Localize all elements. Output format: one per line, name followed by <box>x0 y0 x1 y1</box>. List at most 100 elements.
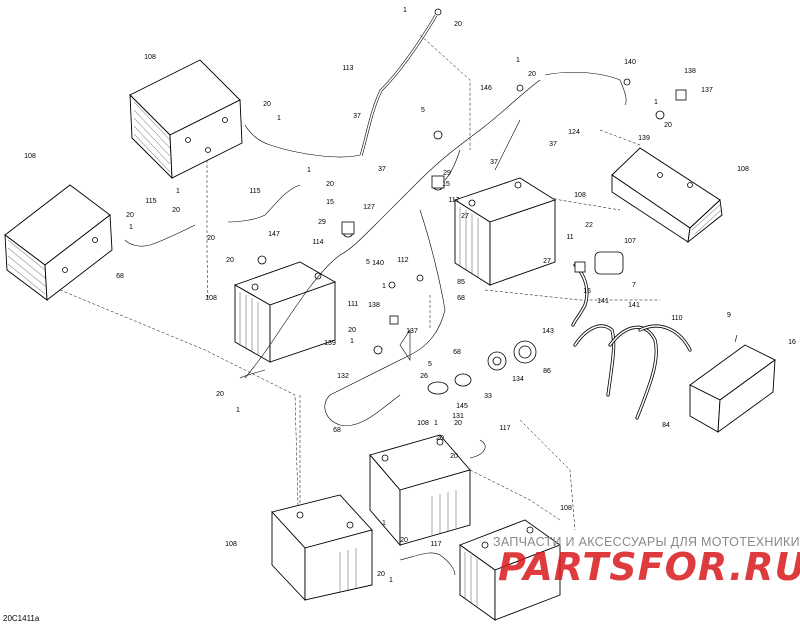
battery-bottom-left <box>271 494 373 602</box>
callout-111: 111 <box>348 301 359 308</box>
callout-16: 16 <box>788 339 796 346</box>
callout-20: 20 <box>400 537 408 544</box>
callout-26: 26 <box>420 373 428 380</box>
callout-108: 108 <box>560 505 572 512</box>
callout-20: 20 <box>263 101 271 108</box>
callout-113: 113 <box>342 65 353 72</box>
heavy-cables <box>571 263 692 420</box>
callout-110: 110 <box>671 315 682 322</box>
callout-140: 140 <box>624 59 636 66</box>
callout-27: 27 <box>461 213 469 220</box>
callout-1: 1 <box>389 577 393 584</box>
callout-1: 1 <box>654 99 658 106</box>
battery-bottom-center <box>369 434 471 547</box>
callout-141: 141 <box>628 302 640 309</box>
callout-20: 20 <box>126 212 134 219</box>
callout-1: 1 <box>236 407 240 414</box>
callout-1: 1 <box>176 188 180 195</box>
callout-1: 1 <box>350 338 354 345</box>
callout-20: 20 <box>664 122 672 129</box>
callout-147: 147 <box>268 231 280 238</box>
callout-15: 15 <box>442 181 450 188</box>
callout-134: 134 <box>512 376 524 383</box>
wiring-harness <box>124 14 627 576</box>
callout-15: 15 <box>326 199 334 206</box>
callout-115: 115 <box>249 188 260 195</box>
callout-20: 20 <box>207 235 215 242</box>
callout-20: 20 <box>450 453 458 460</box>
callout-108: 108 <box>417 420 429 427</box>
callout-137: 137 <box>406 328 418 335</box>
callout-20: 20 <box>226 257 234 264</box>
callout-1: 1 <box>382 520 386 527</box>
watermark-brand: PARTSFOR.RU <box>498 545 800 589</box>
callout-68: 68 <box>116 273 124 280</box>
battery-bottom-right <box>459 519 561 621</box>
callout-9: 9 <box>727 312 731 319</box>
callout-37: 37 <box>549 141 557 148</box>
watermark-tagline: ЗАПЧАСТИ И АКСЕССУАРЫ ДЛЯ МОТОТЕХНИКИ <box>493 535 800 549</box>
callout-11: 11 <box>566 234 573 241</box>
callout-124: 124 <box>568 129 580 136</box>
callout-1: 1 <box>382 283 386 290</box>
callout-29: 29 <box>318 219 326 226</box>
callout-20: 20 <box>326 181 334 188</box>
callout-27: 27 <box>543 258 551 265</box>
callout-137: 137 <box>701 87 713 94</box>
callout-138: 138 <box>368 302 380 309</box>
callout-108: 108 <box>737 166 749 173</box>
callout-68: 68 <box>333 427 341 434</box>
callout-1: 1 <box>307 167 311 174</box>
callout-1: 1 <box>516 57 520 64</box>
callout-16: 16 <box>583 288 591 295</box>
callout-84: 84 <box>662 422 670 429</box>
callout-140: 140 <box>372 260 384 267</box>
callout-68: 68 <box>453 349 461 356</box>
callout-86: 86 <box>543 368 551 375</box>
callout-20: 20 <box>528 71 536 78</box>
callout-5: 5 <box>421 107 425 114</box>
box-84 <box>689 344 776 433</box>
callout-20: 20 <box>454 21 462 28</box>
battery-center-right <box>453 177 557 286</box>
callout-127: 127 <box>363 204 375 211</box>
callout-1: 1 <box>277 115 281 122</box>
callout-37: 37 <box>353 113 361 120</box>
callout-138: 138 <box>684 68 696 75</box>
callout-37: 37 <box>378 166 386 173</box>
callout-20: 20 <box>436 435 444 442</box>
callout-132: 132 <box>337 373 349 380</box>
callout-1: 1 <box>434 420 438 427</box>
callout-68: 68 <box>457 295 465 302</box>
callout-108: 108 <box>574 192 586 199</box>
battery-top-left <box>129 59 243 180</box>
callout-5: 5 <box>428 361 432 368</box>
small-components <box>257 8 738 395</box>
battery-center-left <box>233 261 337 363</box>
callout-labels: 1201133710820110811152020168115120201472… <box>24 7 796 584</box>
callout-143: 143 <box>542 328 554 335</box>
callout-29: 29 <box>443 170 451 177</box>
callout-141: 141 <box>597 298 609 305</box>
callout-85: 85 <box>457 279 465 286</box>
callout-107: 107 <box>624 238 636 245</box>
callout-108: 108 <box>205 295 217 302</box>
callout-5: 5 <box>366 259 370 266</box>
callout-20: 20 <box>216 391 224 398</box>
callout-20: 20 <box>348 327 356 334</box>
callout-20: 20 <box>377 571 385 578</box>
callout-33: 33 <box>484 393 492 400</box>
callout-117: 117 <box>448 197 459 204</box>
callout-112: 112 <box>397 257 408 264</box>
callout-139: 139 <box>324 340 336 347</box>
callout-117: 117 <box>430 541 441 548</box>
callout-22: 22 <box>585 222 593 229</box>
callout-108: 108 <box>24 153 36 160</box>
callout-108: 108 <box>144 54 156 61</box>
figure-reference: 20C1411a <box>3 614 40 623</box>
callout-131: 131 <box>452 413 464 420</box>
callout-115: 115 <box>145 198 156 205</box>
callout-20: 20 <box>172 207 180 214</box>
callout-146: 146 <box>480 85 492 92</box>
